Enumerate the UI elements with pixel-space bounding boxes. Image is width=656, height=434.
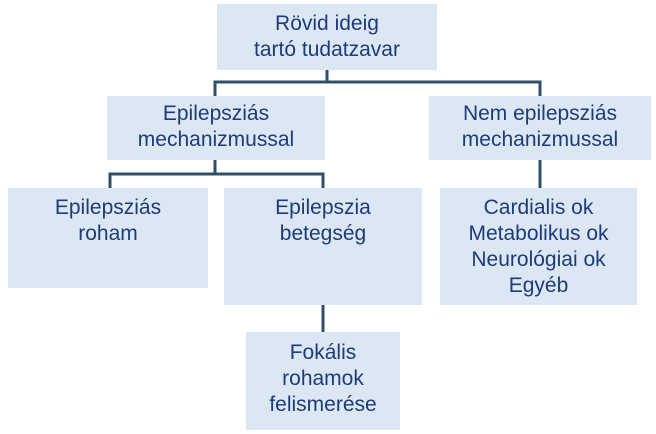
- node-root: Rövid ideig tartó tudatzavar: [217, 4, 437, 70]
- node-epilepsy-disease-line-2: betegség: [279, 222, 367, 245]
- node-other-causes-line-2: Metabolikus ok: [468, 222, 609, 245]
- node-non-epileptic-mechanism: Nem epilepsziás mechanizmussal: [429, 96, 651, 160]
- node-epilepsy-disease-line-1: Epilepszia: [275, 196, 371, 219]
- node-epileptic-mechanism-line-2: mechanizmussal: [137, 128, 295, 151]
- node-other-causes-line-3: Neurológiai ok: [471, 248, 606, 271]
- node-focal-recognition-line-2: rohamok: [282, 367, 364, 390]
- node-epileptic-mechanism-line-1: Epilepsziás: [162, 102, 270, 125]
- node-epileptic-mechanism: Epilepsziás mechanizmussal: [107, 96, 325, 160]
- node-root-line-1: Rövid ideig: [275, 12, 379, 35]
- node-non-epileptic-mechanism-line-2: mechanizmussal: [461, 128, 619, 151]
- node-epileptic-seizure: Epilepsziás roham: [8, 188, 208, 288]
- node-non-epileptic-mechanism-line-1: Nem epilepsziás: [462, 102, 618, 125]
- node-focal-recognition-line-3: felismerése: [269, 393, 377, 416]
- node-other-causes-line-1: Cardialis ok: [483, 196, 594, 219]
- node-other-causes-line-4: Egyéb: [508, 274, 569, 297]
- node-epilepsy-disease: Epilepszia betegség: [224, 188, 422, 305]
- node-epileptic-seizure-line-2: roham: [78, 222, 138, 245]
- node-focal-recognition: Fokális rohamok felismerése: [246, 332, 400, 430]
- node-epileptic-seizure-line-1: Epilepsziás: [54, 196, 162, 219]
- node-other-causes: Cardialis ok Metabolikus ok Neurológiai …: [440, 188, 637, 305]
- node-focal-recognition-line-1: Fokális: [289, 341, 357, 364]
- node-root-line-2: tartó tudatzavar: [254, 38, 400, 61]
